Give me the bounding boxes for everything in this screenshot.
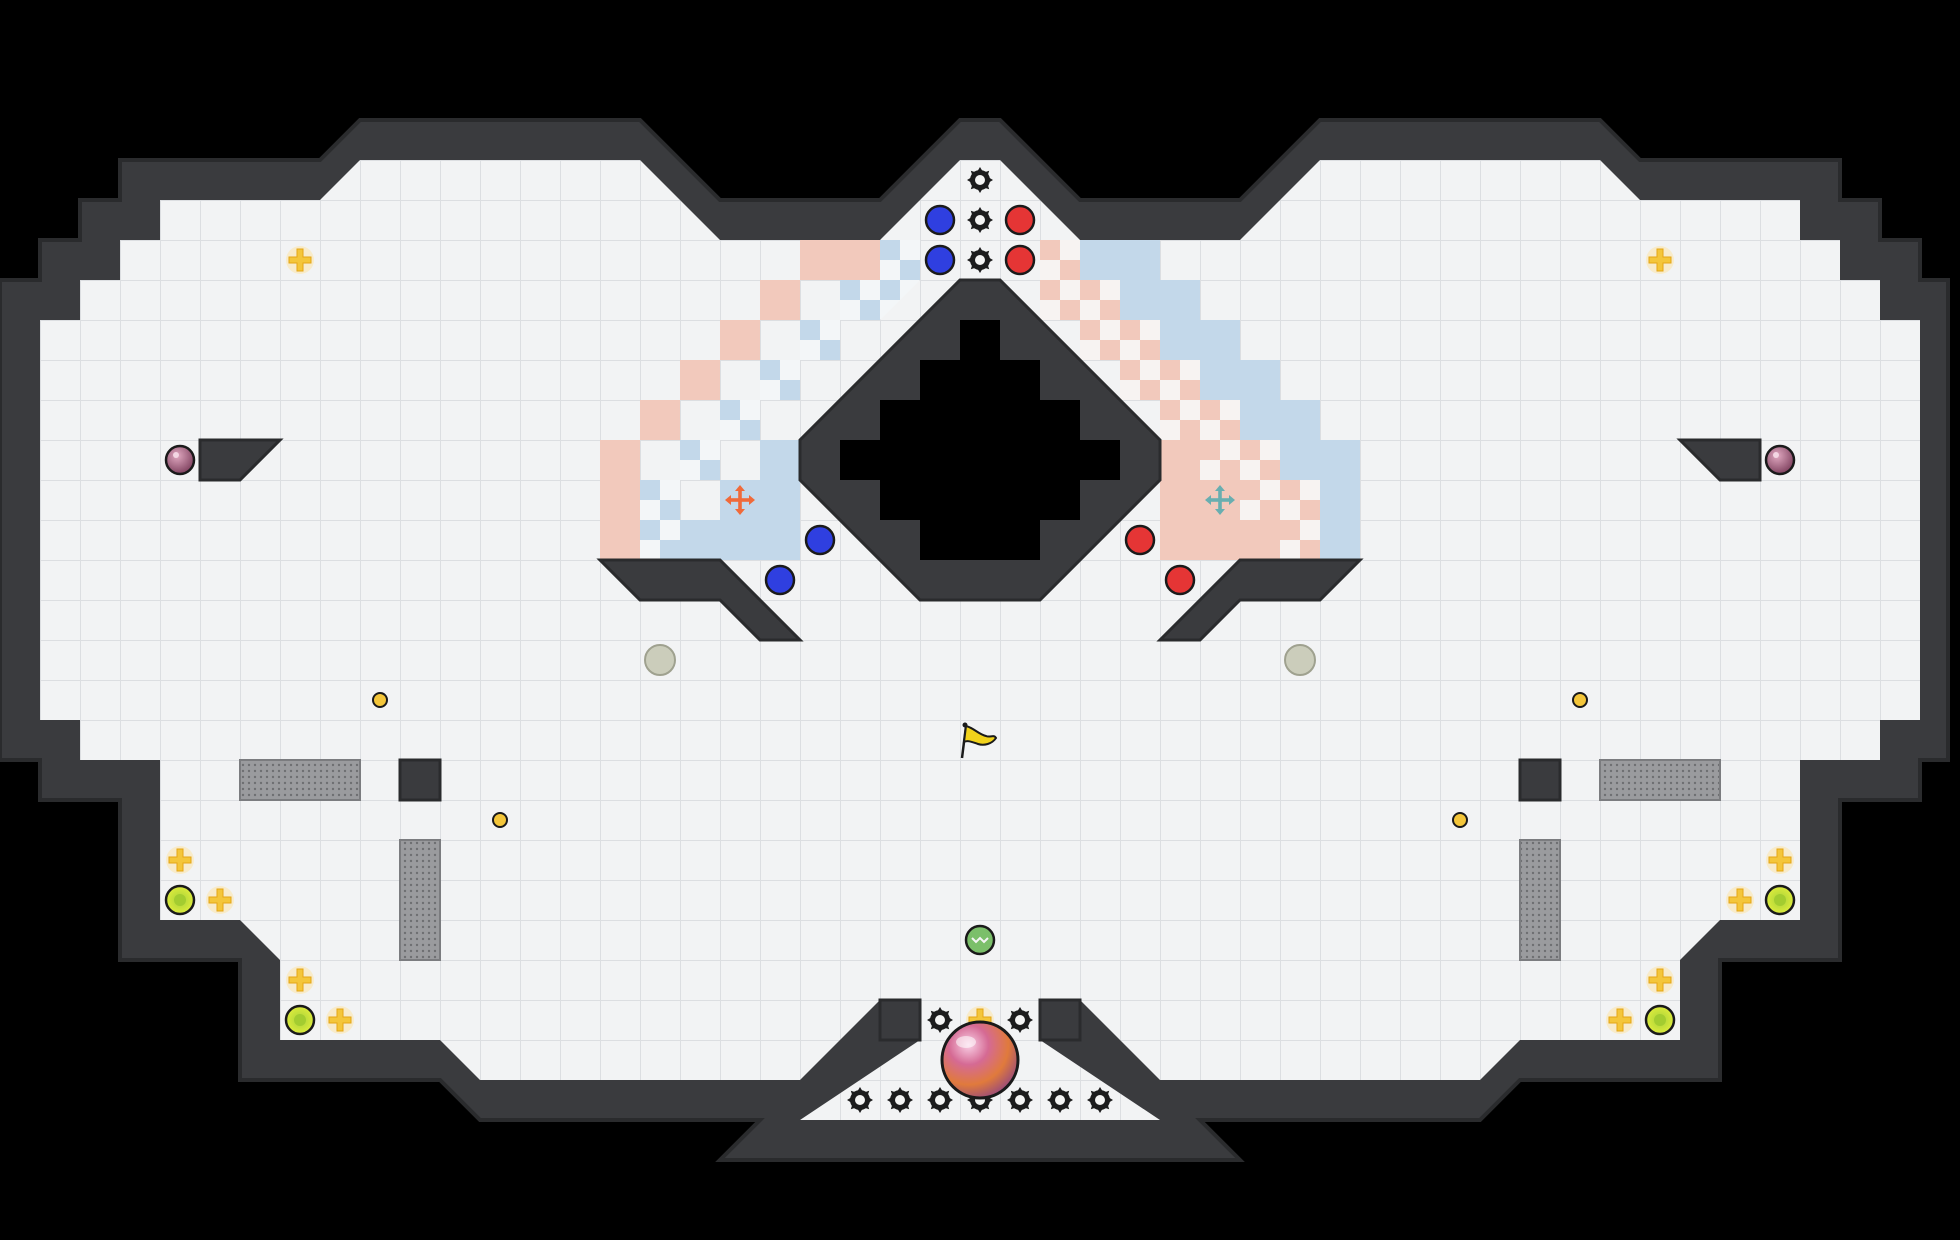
red-players: [1004, 204, 1196, 596]
player-ball-icon: [1124, 524, 1156, 556]
goal-ball-icon: [940, 1020, 1020, 1100]
powerup-icon: [1605, 1005, 1635, 1035]
powerup-icon: [1765, 845, 1795, 875]
speed-boosts: [164, 884, 1796, 1036]
gates: [239, 759, 1721, 961]
player-ball-icon: [924, 204, 956, 236]
player-ball-icon: [1004, 244, 1036, 276]
powerup-icon: [205, 885, 235, 915]
yellow-flag-icon: [960, 722, 998, 759]
bombs: [164, 444, 1796, 476]
speed-boost-icon: [164, 884, 196, 916]
bomb-icon: [164, 444, 196, 476]
player-ball-icon: [924, 244, 956, 276]
powerup-icon: [325, 1005, 355, 1035]
spike-icon: [1087, 1087, 1113, 1113]
portal-icon: [644, 644, 676, 676]
spike-icon: [887, 1087, 913, 1113]
spike-icon: [967, 167, 993, 193]
spike-icon: [927, 1007, 953, 1033]
spike-icon: [927, 1087, 953, 1113]
speed-boost-icon: [1764, 884, 1796, 916]
player-ball-icon: [1164, 564, 1196, 596]
powerup-icon: [285, 245, 315, 275]
powerup-icon: [1645, 965, 1675, 995]
inner-walls: [198, 438, 1762, 1042]
floor: [40, 160, 1920, 1120]
spike-icon: [1047, 1087, 1073, 1113]
spike-icon: [967, 207, 993, 233]
spike-icon: [967, 247, 993, 273]
powerup-icon: [1645, 245, 1675, 275]
blue-zone-right: [1040, 240, 1360, 560]
powerup-icon: [165, 845, 195, 875]
powerup-icon: [285, 965, 315, 995]
speed-boost-icon: [1644, 1004, 1676, 1036]
bomb-icon: [1764, 444, 1796, 476]
speed-boost-icon: [284, 1004, 316, 1036]
spike-icon: [1007, 1087, 1033, 1113]
player-ball-icon: [764, 564, 796, 596]
player-ball-icon: [1004, 204, 1036, 236]
portals: [644, 644, 1316, 676]
center-octagon-wall: [798, 278, 1162, 602]
spike-icon: [847, 1087, 873, 1113]
portal-icon: [1284, 644, 1316, 676]
powerup-icon: [1725, 885, 1755, 915]
markers: [372, 692, 1588, 828]
player-ball-icon: [964, 924, 996, 956]
player-ball-icon: [804, 524, 836, 556]
spike-icon: [1007, 1007, 1033, 1033]
blue-players: [764, 204, 956, 596]
